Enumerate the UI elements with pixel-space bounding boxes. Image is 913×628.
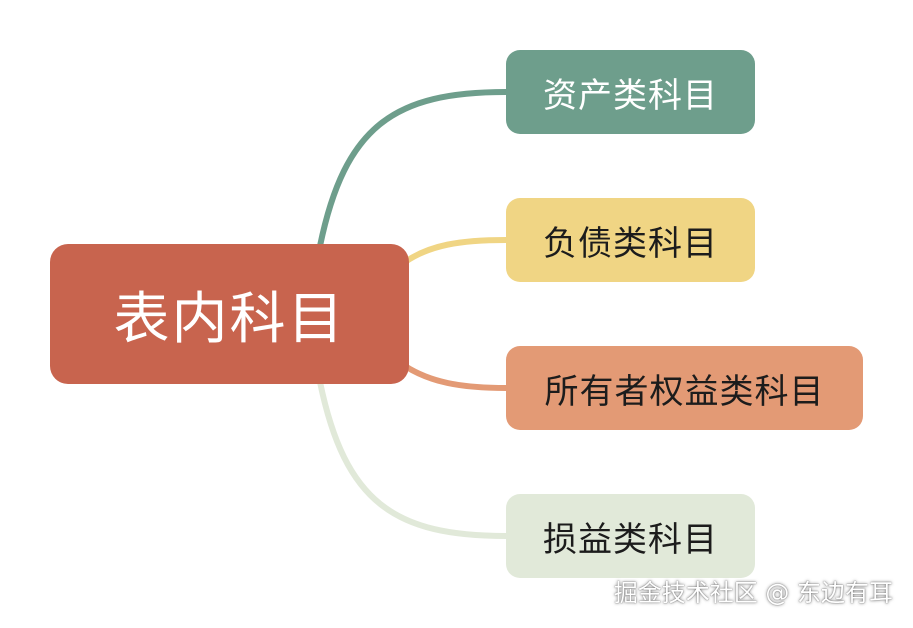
child-node-equity: 所有者权益类科目: [506, 346, 863, 430]
child-node-label: 损益类科目: [543, 519, 718, 560]
connector-line-liabilities: [402, 237, 509, 265]
child-node-label: 负债类科目: [543, 223, 718, 264]
child-node-label: 所有者权益类科目: [544, 371, 825, 412]
root-node-label: 表内科目: [113, 286, 346, 352]
connector-line-assets: [317, 89, 509, 249]
child-node-label: 资产类科目: [543, 75, 718, 116]
connector-line-equity: [402, 363, 509, 391]
child-node-profit-loss: 损益类科目: [506, 494, 755, 578]
child-node-assets: 资产类科目: [506, 50, 755, 134]
child-node-liabilities: 负债类科目: [506, 198, 755, 282]
watermark-text: 掘金技术社区 @ 东边有耳: [613, 579, 893, 607]
connector-line-profit-loss: [317, 379, 509, 539]
root-node: 表内科目: [50, 244, 409, 384]
